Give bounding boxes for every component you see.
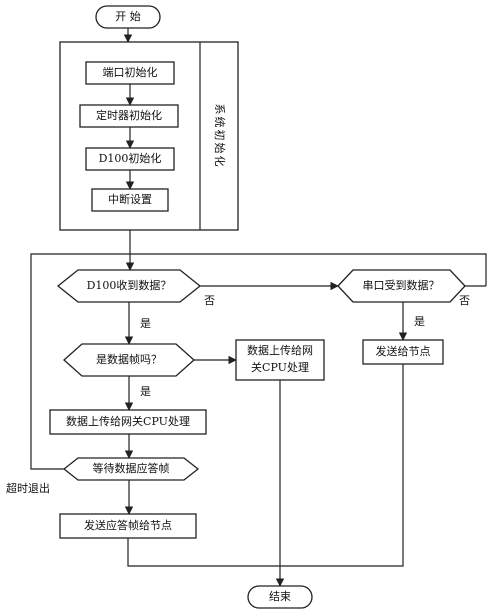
system-init-frame: 系统初始化	[59, 41, 239, 231]
wait-ack-label: 等待数据应答帧	[93, 461, 170, 475]
start-node: 开 始	[95, 5, 161, 29]
d100-no-label: 否	[204, 294, 215, 307]
start-label: 开 始	[115, 9, 141, 23]
port-init-box: 端口初始化	[85, 61, 175, 85]
upload-cpu-right-box: 数据上传给网 关CPU处理	[235, 339, 325, 381]
interrupt-setup-label: 中断设置	[108, 192, 152, 206]
upload-cpu-right-label-line2: 关CPU处理	[251, 360, 309, 374]
d100-init-box: D100初始化	[85, 147, 175, 171]
serial-received-label: 串口受到数据？	[363, 278, 440, 292]
port-init-label: 端口初始化	[103, 65, 158, 79]
is-data-frame-label: 是数据帧吗？	[96, 352, 162, 366]
connectors	[30, 28, 487, 587]
frame-yes-label: 是	[140, 385, 151, 398]
send-to-node-label: 发送给节点	[376, 344, 431, 358]
end-node: 结束	[247, 585, 313, 609]
serial-received-decision: 串口受到数据？	[337, 269, 466, 303]
serial-no-label: 否	[459, 294, 470, 307]
send-ack-label: 发送应答帧给节点	[84, 518, 172, 532]
d100-yes-label: 是	[140, 317, 151, 330]
upload-cpu-left-box: 数据上传给网关CPU处理	[49, 409, 207, 435]
d100-received-label: D100收到数据？	[87, 278, 172, 292]
timeout-exit-label: 超时退出	[6, 481, 50, 495]
wait-ack-node: 等待数据应答帧	[62, 457, 200, 481]
interrupt-setup-box: 中断设置	[91, 188, 169, 212]
system-init-label: 系统初始化	[213, 104, 227, 169]
serial-yes-label: 是	[414, 315, 425, 328]
send-ack-box: 发送应答帧给节点	[59, 513, 197, 539]
timer-init-label: 定时器初始化	[96, 108, 162, 122]
end-label: 结束	[269, 590, 291, 603]
upload-cpu-left-label: 数据上传给网关CPU处理	[66, 414, 190, 428]
send-to-node-box: 发送给节点	[362, 339, 444, 365]
d100-init-label: D100初始化	[99, 151, 162, 165]
upload-cpu-right-label-line1: 数据上传给网	[247, 343, 313, 357]
is-data-frame-decision: 是数据帧吗？	[63, 343, 195, 377]
d100-received-decision: D100收到数据？	[56, 269, 202, 303]
timer-init-box: 定时器初始化	[79, 104, 179, 128]
